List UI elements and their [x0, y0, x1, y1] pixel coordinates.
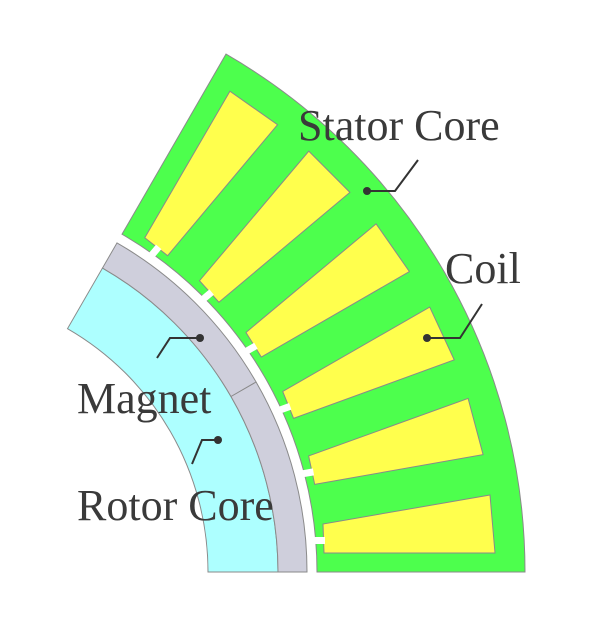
coil-slots: [144, 90, 496, 554]
rotor-core-leader-line: [191, 439, 218, 465]
magnet-division-line: [230, 381, 257, 397]
slot-opening: [200, 289, 214, 303]
slot-opening: [148, 244, 162, 259]
rotor-core-leader-dot: [214, 436, 222, 444]
coil-slot: [245, 223, 411, 358]
slot-opening: [243, 342, 258, 355]
coil-slot: [282, 306, 455, 419]
coil-leader-line: [427, 303, 483, 339]
coil-leader-dot: [423, 334, 431, 342]
magnet-region: [101, 242, 308, 573]
rotor-core-callout: Rotor Core: [77, 436, 274, 530]
coil-slot: [198, 150, 351, 303]
stator-core-leader-line: [367, 159, 419, 192]
rotor-core-label: Rotor Core: [77, 481, 274, 530]
coil-callout: Coil: [423, 244, 521, 342]
slot-opening: [277, 402, 292, 414]
stator-core-leader-dot: [363, 187, 371, 195]
stator-core-callout: Stator Core: [298, 101, 500, 195]
magnet-leader-dot: [196, 334, 204, 342]
magnet-callout: Magnet: [77, 334, 211, 423]
stator-core-label: Stator Core: [298, 101, 500, 150]
magnet-label: Magnet: [77, 374, 211, 423]
magnet-leader-line: [156, 337, 200, 359]
coil-slot: [308, 397, 484, 485]
coil-slot: [322, 494, 496, 554]
coil-label: Coil: [445, 244, 521, 293]
slot-opening: [313, 537, 325, 544]
coil-slot: [144, 90, 279, 257]
slot-opening: [301, 468, 315, 478]
